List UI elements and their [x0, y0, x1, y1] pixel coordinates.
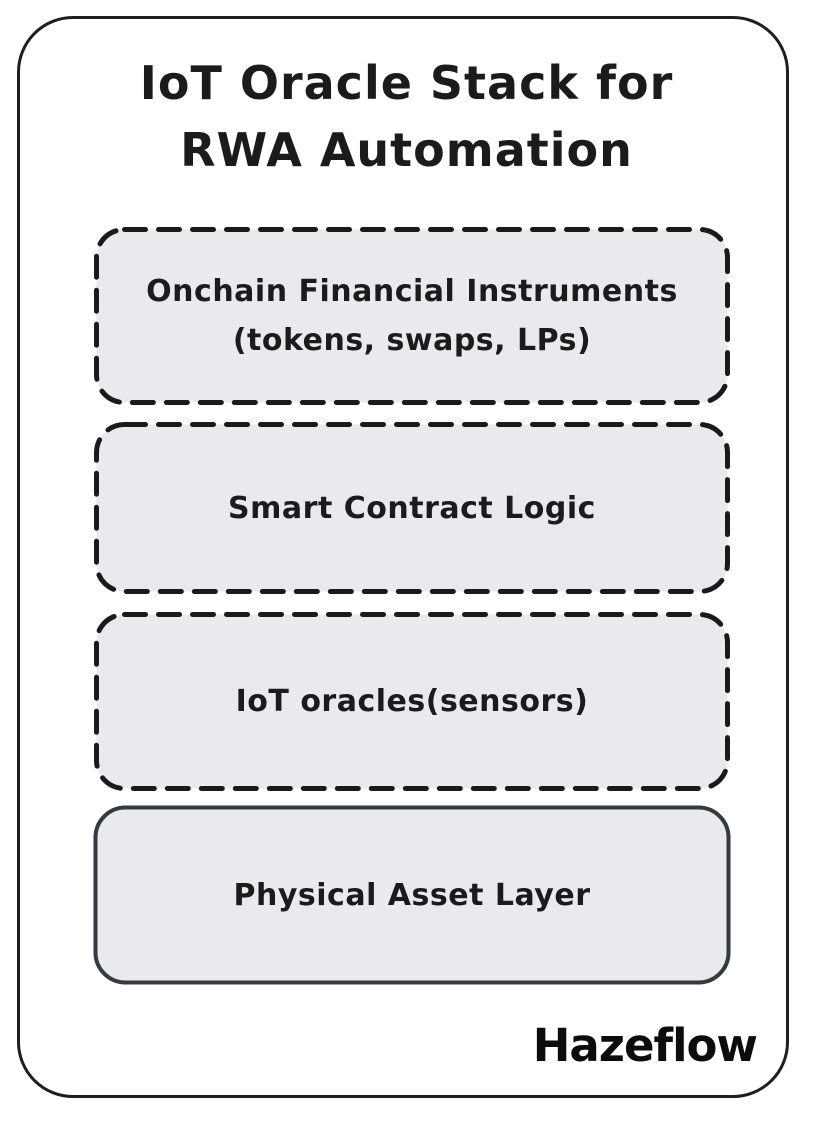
layer-label-line-1: IoT oracles(sensors) — [235, 684, 589, 719]
layer-box-physical-asset-layer: Physical Asset Layer — [93, 805, 731, 985]
layer-box-onchain-financial-instruments: Onchain Financial Instruments (tokens, s… — [93, 226, 731, 406]
layer-label: Onchain Financial Instruments (tokens, s… — [146, 267, 678, 365]
dashed-border-shape — [94, 612, 730, 791]
layer-box-smart-contract-logic: Smart Contract Logic — [93, 421, 731, 595]
diagram-title: IoT Oracle Stack for RWA Automation — [0, 50, 813, 184]
title-line-1: IoT Oracle Stack for — [139, 56, 674, 110]
layer-label-line-2: (tokens, swaps, LPs) — [232, 323, 592, 358]
layer-label-line-1: Physical Asset Layer — [233, 877, 591, 913]
layer-label-line-1: Onchain Financial Instruments — [146, 274, 678, 309]
layer-label: Smart Contract Logic — [228, 484, 596, 533]
dashed-border-shape — [94, 422, 730, 594]
layer-box-iot-oracles: IoT oracles(sensors) — [93, 611, 731, 792]
hazeflow-logo: Hazeflow — [532, 1019, 758, 1072]
title-line-2: RWA Automation — [180, 123, 633, 177]
dashed-border-shape — [94, 227, 730, 405]
outer-frame — [17, 16, 789, 1098]
solid-border-shape — [93, 805, 731, 985]
layer-label: IoT oracles(sensors) — [236, 677, 589, 726]
layer-label: Physical Asset Layer — [234, 871, 591, 920]
layer-label-line-1: Smart Contract Logic — [228, 490, 596, 526]
